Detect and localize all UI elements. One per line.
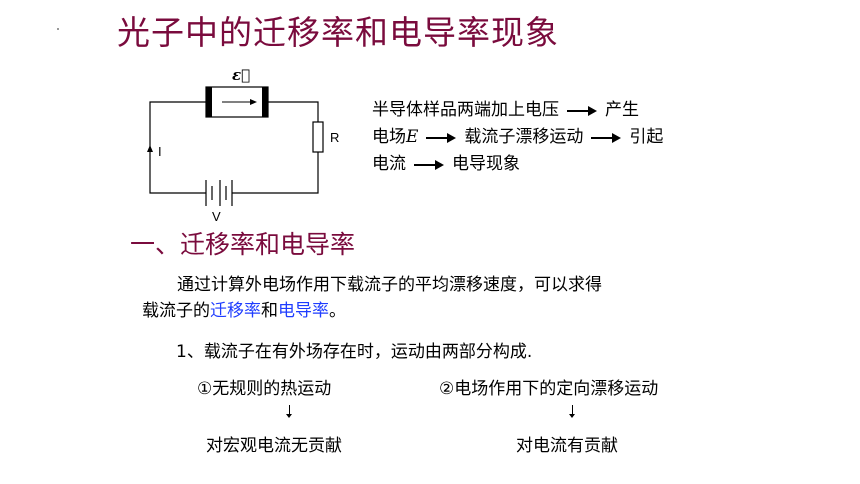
decor-dot — [57, 28, 59, 30]
current-arrow-icon — [147, 145, 153, 152]
term-mobility: 迁移率 — [210, 301, 261, 321]
paragraph-text: 和 — [261, 301, 278, 321]
down-arrow-icon — [569, 405, 575, 418]
circuit-diagram: ε⃗ R I V — [147, 66, 339, 224]
paragraph-text: 。 — [329, 301, 346, 321]
description-text: 引起 — [629, 127, 664, 147]
intro-paragraph: 通过计算外电场作用下载流子的平均漂移速度，可以求得 载流子的迁移率和电导率。 — [142, 272, 732, 324]
field-arrow-icon — [222, 99, 257, 105]
paragraph-line-1: 通过计算外电场作用下载流子的平均漂移速度，可以求得 — [177, 275, 602, 295]
right-arrow-icon — [426, 132, 457, 144]
description-text: 电导现象 — [452, 154, 520, 174]
motion-left-title: ①无规则的热运动 — [197, 379, 332, 399]
right-electrode — [262, 87, 268, 117]
description-row-3: 电流 电导现象 — [372, 151, 663, 178]
paragraph-line-2: 载流子的迁移率和电导率。 — [142, 298, 732, 324]
motion-left-effect: 对宏观电流无贡献 — [206, 436, 342, 456]
description-text: 电场 — [372, 127, 406, 147]
field-symbol: ε⃗ — [232, 66, 250, 84]
left-electrode — [206, 87, 212, 117]
section-heading: 一、迁移率和电导率 — [130, 230, 356, 259]
description-text: 半导体样品两端加上电压 — [372, 100, 559, 120]
right-arrow-icon — [414, 159, 444, 171]
current-label: I — [158, 144, 162, 159]
battery-icon — [205, 180, 233, 206]
description-text: 载流子漂移运动 — [464, 127, 584, 147]
down-arrow-icon — [286, 405, 292, 418]
right-arrow-icon — [567, 105, 597, 117]
motion-right-title: ②电场作用下的定向漂移运动 — [439, 379, 659, 399]
field-variable: E — [406, 127, 419, 147]
paragraph-text: 载流子的 — [142, 301, 210, 321]
term-conductivity: 电导率 — [278, 301, 329, 321]
description-text: 电流 — [372, 154, 406, 174]
point-1: 1、载流子在有外场存在时，运动由两部分构成. — [176, 342, 533, 362]
resistor-label: R — [330, 130, 339, 145]
right-arrow-icon — [591, 132, 622, 144]
motion-right-effect: 对电流有贡献 — [516, 436, 618, 456]
voltage-label: V — [212, 209, 221, 224]
page-title: 光子中的迁移率和电导率现象 — [117, 13, 559, 52]
description-row-1: 半导体样品两端加上电压 产生 — [372, 97, 663, 124]
resistor — [312, 121, 324, 153]
description-text: 产生 — [605, 100, 639, 120]
